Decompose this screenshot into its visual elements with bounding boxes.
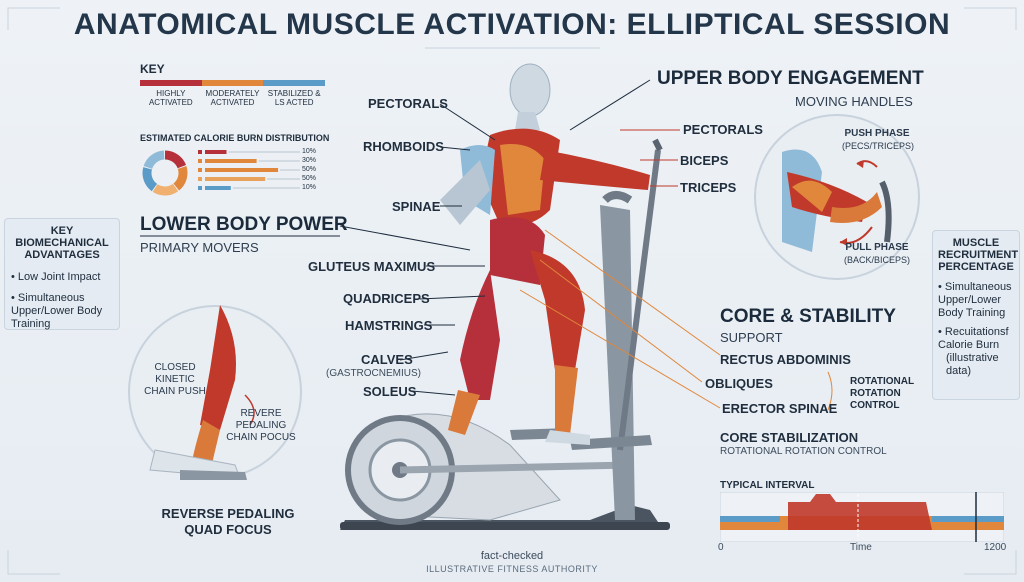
calorie-percent: 10% (302, 184, 317, 191)
page-title: ANATOMICAL MUSCLE ACTIVATION: ELLIPTICAL… (73, 8, 951, 41)
elliptical-illustration (340, 63, 670, 530)
footer-authority: ILLUSTRATIVE FITNESS AUTHORITY (426, 564, 598, 574)
core-stabilization-heading: CORE STABILIZATION (720, 430, 859, 445)
upper-body-subheading: MOVING HANDLES (795, 94, 913, 109)
legend-swatch-moderate (201, 80, 264, 86)
legend-bar (140, 80, 326, 86)
recruitment-item: • Simultaneous Upper/Lower Body Training (938, 281, 1012, 319)
donut-segment (173, 166, 188, 191)
core-heading: CORE & STABILITY (720, 306, 896, 327)
legend-key: KEY HIGHLY ACTIVATED MODERATELY ACTIVATE… (140, 62, 326, 117)
elliptical-machine (340, 138, 670, 530)
calorie-percent: 30% (302, 157, 317, 164)
upper-body-heading: UPPER BODY ENGAGEMENT (657, 68, 924, 89)
donut-segment (143, 150, 165, 170)
label-biceps: BICEPS (680, 153, 729, 168)
lower-heading-underline (140, 235, 340, 237)
calorie-donut-chart (142, 150, 188, 196)
interval-x-end: 1200 (984, 542, 1007, 553)
label-calves: CALVES (361, 352, 413, 367)
biomech-panel: KEY BIOMECHANICAL ADVANTAGES • Low Joint… (4, 218, 120, 330)
legend-heading: KEY (140, 62, 165, 76)
calorie-bullet (198, 186, 202, 190)
calorie-bar (205, 168, 279, 172)
legend-swatch-stabilized (263, 80, 326, 86)
recruitment-item: • Recuitationsf Calorie Burn (938, 326, 1009, 351)
legend-label-stabilized: STABILIZED & LS ACTED (267, 89, 321, 107)
interval-x-label: Time (850, 542, 872, 553)
calorie-bullet (198, 177, 202, 181)
interval-high-block (788, 494, 932, 530)
label-pectorals-left: PECTORALS (368, 96, 448, 111)
label-soleus: SOLEUS (363, 384, 417, 399)
calorie-bar (205, 186, 231, 190)
calorie-percent: 50% (302, 175, 317, 182)
label-hamstrings: HAMSTRINGS (345, 318, 433, 333)
label-obliques: OBLIQUES (705, 376, 773, 391)
push-phase-title: PUSH PHASE (844, 128, 910, 139)
footer-fact-checked: fact-checked (480, 550, 544, 562)
interval-x-start: 0 (718, 542, 724, 553)
pull-phase-label: PULL PHASE (BACK/BICEPS) (842, 242, 912, 266)
label-calves-sub: (GASTROCNEMIUS) (326, 368, 421, 379)
lower-body-subheading: PRIMARY MOVERS (140, 240, 259, 255)
biomech-title: KEY BIOMECHANICAL ADVANTAGES (15, 225, 109, 261)
calorie-bar (205, 177, 266, 181)
core-subheading: SUPPORT (720, 330, 783, 345)
label-pectorals-right: PECTORALS (683, 122, 763, 137)
label-rectus-abdominis: RECTUS ABDOMINIS (720, 352, 851, 367)
label-erector-spinae: ERECTOR SPINAE (722, 401, 838, 416)
lower-inset-circle (128, 305, 302, 480)
donut-segment (152, 183, 179, 196)
donut-segment (164, 150, 187, 169)
upper-inset-circle (754, 114, 920, 280)
calorie-bullet (198, 168, 202, 172)
interval-heading: TYPICAL INTERVAL (720, 480, 815, 491)
label-rhomboids: RHOMBOIDS (363, 139, 444, 154)
label-gluteus: GLUTEUS MAXIMUS (308, 259, 436, 274)
interval-chart (720, 492, 1004, 542)
calorie-percent: 10% (302, 148, 317, 155)
core-stabilization-sub: ROTATIONAL ROTATION CONTROL (720, 446, 887, 457)
revere-pedaling-label: REVERE PEDALING CHAIN POCUS (226, 408, 296, 443)
calorie-bar (205, 159, 257, 163)
recruitment-panel: MUSCLE RECRUITMENT PERCENTAGE • Simultan… (932, 230, 1020, 400)
push-phase-label: PUSH PHASE (PECS/TRICEPS) (842, 128, 915, 152)
calorie-bullet (198, 159, 202, 163)
calorie-bar (205, 150, 227, 154)
label-triceps: TRICEPS (680, 180, 737, 195)
donut-segment (142, 167, 158, 192)
label-quadriceps: QUADRICEPS (343, 291, 430, 306)
calorie-percent-list: 10% 30% 50% 50% 10% (302, 148, 326, 193)
closed-chain-label: CLOSED KINETIC CHAIN PUSH (144, 362, 206, 397)
recruitment-item: (illustrative data) (946, 352, 999, 377)
push-phase-sub: (PECS/TRICEPS) (842, 141, 915, 151)
runner-figure (440, 63, 650, 445)
legend-swatch-high (140, 80, 202, 86)
biomech-item: • Low Joint Impact (11, 271, 101, 283)
calorie-heading: ESTIMATED CALORIE BURN DISTRIBUTION (140, 133, 330, 143)
calorie-bar-list (198, 150, 300, 190)
biomech-item: • Simultaneous Upper/Lower Body Training (11, 292, 103, 330)
label-spinae: SPINAE (392, 199, 441, 214)
pull-phase-title: PULL PHASE (845, 242, 909, 253)
calorie-percent: 50% (302, 166, 317, 173)
legend-label-high: HIGHLY ACTIVATED (148, 89, 193, 107)
rotational-control-label: ROTATIONAL ROTATION CONTROL (850, 376, 914, 411)
reverse-pedaling-focus: REVERSE PEDALING QUAD FOCUS (161, 506, 295, 537)
calorie-bullet (198, 150, 202, 154)
legend-label-moderate: MODERATELY ACTIVATED (205, 89, 260, 107)
recruitment-title: MUSCLE RECRUITMENT PERCENTAGE (938, 237, 1019, 273)
pull-phase-sub: (BACK/BICEPS) (843, 255, 910, 265)
lower-body-heading: LOWER BODY POWER (140, 214, 348, 235)
